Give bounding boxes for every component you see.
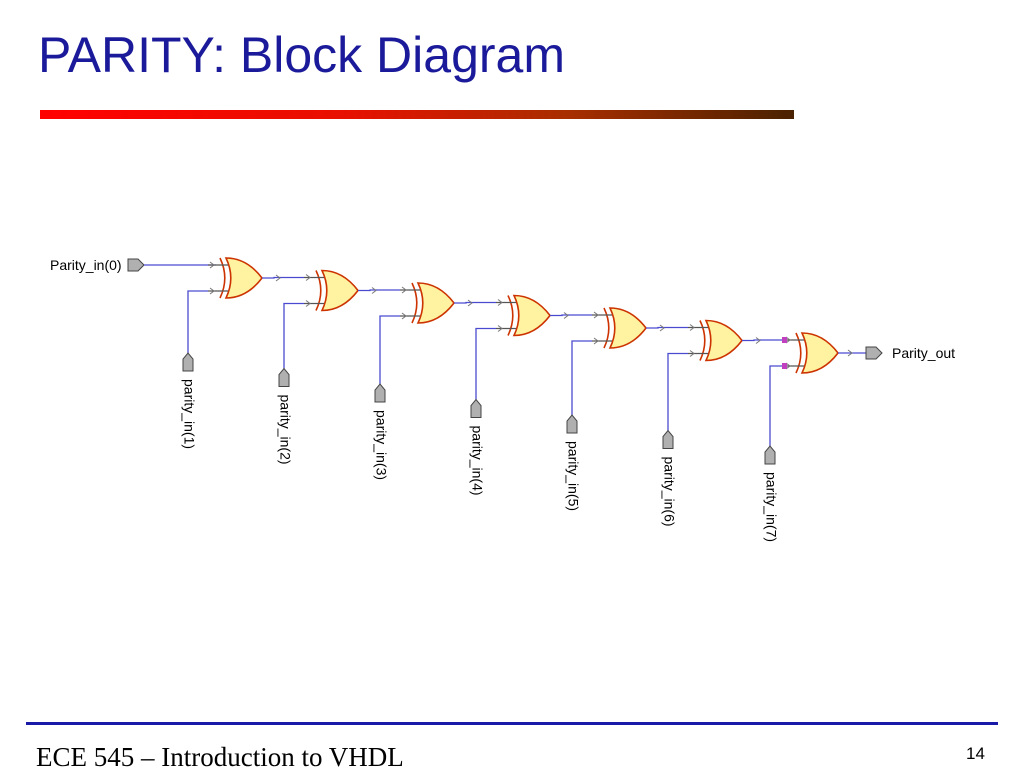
- side-input-port: [662, 429, 674, 449]
- side-input-wire: [187, 290, 208, 353]
- side-input-wire: [769, 365, 784, 446]
- main-input-port: [127, 258, 145, 272]
- xor-gate: [704, 319, 744, 362]
- gate-input-arrow: [785, 336, 791, 344]
- xor-gate-input-curve: [699, 320, 706, 361]
- chain-arrow: [755, 337, 761, 344]
- side-input-wire: [667, 352, 688, 431]
- xor-gate-input-curve: [507, 295, 514, 336]
- side-input-label: parity_in(2): [277, 395, 293, 465]
- main-input-label: Parity_in(0): [50, 257, 122, 273]
- xor-gate: [416, 282, 456, 324]
- side-input-wire: [475, 327, 496, 400]
- side-input-label: parity_in(6): [661, 457, 677, 527]
- chain-arrow: [563, 312, 569, 319]
- gate-input-arrow: [305, 300, 311, 307]
- side-input-port: [566, 414, 578, 434]
- gate-input-arrow: [209, 287, 215, 295]
- xor-gate: [512, 294, 552, 337]
- gate-input-arrow: [209, 261, 215, 269]
- gate-input-arrow: [689, 324, 695, 331]
- chain-wire: [454, 301, 496, 304]
- output-label: Parity_out: [892, 345, 955, 361]
- output-arrow: [847, 349, 853, 357]
- side-input-wire: [283, 302, 304, 369]
- chain-wire: [742, 339, 784, 342]
- side-input-label: parity_in(3): [373, 410, 389, 480]
- junction-marker: [782, 363, 787, 369]
- chain-arrow: [275, 274, 281, 282]
- xor-gate-input-curve: [315, 270, 322, 311]
- junction-marker: [782, 337, 787, 343]
- side-input-port: [374, 383, 386, 403]
- chain-arrow: [467, 299, 473, 307]
- xor-gate-input-curve: [603, 307, 610, 349]
- slide-title: PARITY: Block Diagram: [38, 27, 566, 83]
- gate-input-arrow: [401, 286, 407, 294]
- side-input-port: [764, 445, 776, 465]
- gate-input-arrow: [689, 350, 695, 357]
- chain-arrow: [371, 287, 377, 294]
- gate-input-arrow: [593, 311, 599, 319]
- side-input-wire: [379, 315, 400, 384]
- footer-course-title: ECE 545 – Introduction to VHDL: [36, 742, 404, 772]
- chain-wire: [550, 314, 592, 317]
- gate-input-arrow: [593, 337, 599, 345]
- side-input-label: parity_in(4): [469, 426, 485, 496]
- gate-input-arrow: [497, 299, 503, 306]
- side-input-port: [470, 398, 482, 418]
- side-input-port: [182, 352, 194, 372]
- chain-wire: [646, 326, 688, 329]
- side-input-wire: [571, 340, 592, 415]
- side-input-label: parity_in(1): [181, 379, 197, 449]
- xor-gate: [800, 332, 840, 374]
- title-underline: [40, 110, 794, 119]
- xor-gate: [320, 269, 360, 312]
- side-input-label: parity_in(5): [565, 441, 581, 511]
- gate-input-arrow: [401, 312, 407, 320]
- gate-input-arrow: [305, 274, 311, 281]
- parity-block-diagram: Parity_in(0)parity_in(1)parity_in(2)pari…: [50, 257, 955, 542]
- side-input-port: [278, 367, 290, 387]
- chain-wire: [358, 289, 400, 292]
- gate-input-arrow: [785, 362, 791, 370]
- gate-input-arrow: [497, 325, 503, 332]
- output-port: [865, 346, 883, 360]
- xor-gate: [224, 257, 264, 299]
- footer-divider: [26, 722, 998, 725]
- side-input-label: parity_in(7): [763, 472, 779, 542]
- xor-gate-input-curve: [219, 257, 226, 299]
- xor-gate-input-curve: [795, 332, 802, 374]
- chain-arrow: [659, 324, 665, 332]
- xor-gate-input-curve: [411, 282, 418, 324]
- xor-gate: [608, 307, 648, 349]
- page-number: 14: [966, 744, 985, 763]
- chain-wire: [262, 276, 304, 279]
